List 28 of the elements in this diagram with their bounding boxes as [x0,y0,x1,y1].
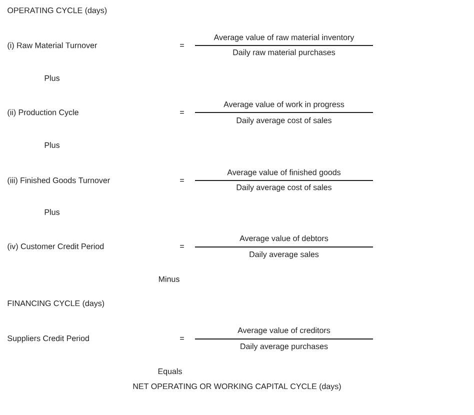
result-text: NET OPERATING OR WORKING CAPITAL CYCLE (days) [133,383,341,391]
numerator-text: Average value of raw material inventory [214,34,354,42]
equals-sign: = [180,337,184,340]
numerator-text: Average value of finished goods [227,169,341,177]
row-label: Suppliers Credit Period [8,335,89,343]
equals-sign: = [180,44,184,47]
section-heading: FINANCING CYCLE (days) [8,300,104,308]
numerator-text: Average value of creditors [238,327,330,335]
denominator-text: Daily average sales [250,251,319,259]
operator-word: Plus [44,209,60,215]
section-heading: OPERATING CYCLE (days) [8,7,107,15]
operator-word: Equals [158,368,182,376]
denominator-text: Daily average purchases [240,343,328,351]
row-label: (iii) Finished Goods Turnover [8,177,110,185]
operator-word: Plus [44,142,60,148]
denominator-text: Daily average cost of sales [236,117,332,125]
equals-sign: = [180,245,184,248]
row-label: (iv) Customer Credit Period [8,243,104,251]
equals-sign: = [180,111,184,114]
row-label: (ii) Production Cycle [8,109,78,117]
denominator-text: Daily raw material purchases [233,49,336,57]
row-label: (i) Raw Material Turnover [8,42,97,50]
operator-word: Minus [159,276,180,282]
equals-sign: = [180,179,184,182]
numerator-text: Average value of work in progress [224,101,344,109]
numerator-text: Average value of debtors [240,235,328,243]
operator-word: Plus [44,75,60,81]
denominator-text: Daily average cost of sales [236,184,332,192]
